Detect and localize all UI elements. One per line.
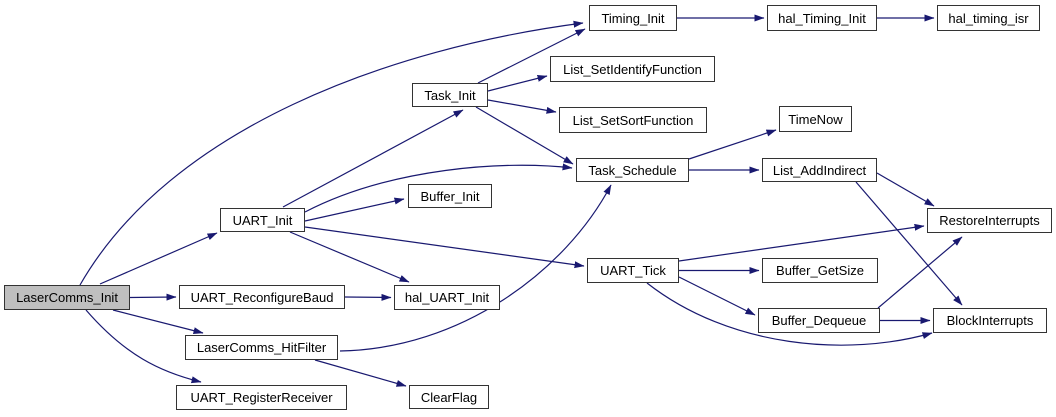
edge-task-init-to-list-setsortfunction <box>487 99 557 114</box>
node-label: Task_Init <box>424 87 476 103</box>
node-buffer-init[interactable]: Buffer_Init <box>408 184 492 208</box>
node-label: hal_UART_Init <box>404 290 490 305</box>
node-list-addindirect[interactable]: List_AddIndirect <box>762 158 877 182</box>
node-blockinterrupts[interactable]: BlockInterrupts <box>933 308 1047 333</box>
node-label: TimeNow <box>788 111 843 127</box>
node-label: ClearFlag <box>420 389 478 405</box>
edge-task-init-to-timing-init <box>477 28 586 84</box>
node-label: Buffer_Init <box>420 188 480 204</box>
edge-uart-init-to-buffer-init <box>304 197 405 222</box>
node-hal-uart-init[interactable]: hal_UART_Init <box>394 285 500 310</box>
edge-lasercomms-hitfilter-to-clearflag <box>314 359 407 387</box>
node-clearflag[interactable]: ClearFlag <box>409 385 489 409</box>
node-label: List_SetSortFunction <box>572 112 694 128</box>
edge-list-addindirect-to-restoreinterrupts <box>876 172 935 207</box>
node-uart-reconfigurebaud[interactable]: UART_ReconfigureBaud <box>179 285 345 309</box>
node-label: List_AddIndirect <box>772 162 867 178</box>
edge-task-init-to-list-setidentifyfunction <box>487 74 548 92</box>
node-restoreinterrupts[interactable]: RestoreInterrupts <box>927 208 1052 233</box>
node-label: Buffer_Dequeue <box>771 313 867 328</box>
edge-uart-init-to-task-init <box>282 109 464 208</box>
edge-task-schedule-to-timenow <box>688 129 777 160</box>
node-label: UART_Init <box>232 212 293 228</box>
node-uart-tick[interactable]: UART_Tick <box>587 258 679 283</box>
node-label: UART_ReconfigureBaud <box>190 289 334 305</box>
node-buffer-dequeue[interactable]: Buffer_Dequeue <box>758 308 880 333</box>
edge-lasercomms-init-to-lasercomms-hitfilter <box>112 309 204 335</box>
node-label: Timing_Init <box>601 10 665 26</box>
edge-list-addindirect-to-blockinterrupts <box>855 181 963 306</box>
node-hal-timing-init[interactable]: hal_Timing_Init <box>767 5 877 31</box>
node-label: Task_Schedule <box>588 162 677 178</box>
node-label: LaserComms_Init <box>16 290 118 305</box>
node-uart-registerreceiver[interactable]: UART_RegisterReceiver <box>176 385 347 410</box>
node-lasercomms-init: LaserComms_Init <box>4 285 130 310</box>
edge-uart-tick-to-restoreinterrupts <box>678 223 925 262</box>
edge-lasercomms-init-to-uart-init <box>99 232 218 285</box>
edge-uart-tick-to-blockinterrupts <box>646 282 933 346</box>
node-buffer-getsize[interactable]: Buffer_GetSize <box>762 258 878 283</box>
edge-uart-init-to-task-schedule <box>304 163 573 213</box>
node-label: Buffer_GetSize <box>776 263 864 278</box>
node-label: UART_Tick <box>600 263 666 278</box>
edge-lasercomms-init-to-uart-reconfigurebaud <box>129 293 177 301</box>
node-task-schedule[interactable]: Task_Schedule <box>576 158 689 182</box>
node-label: List_SetIdentifyFunction <box>563 61 702 77</box>
edge-lasercomms-hitfilter-to-task-schedule <box>339 184 612 352</box>
node-uart-init[interactable]: UART_Init <box>220 208 305 232</box>
node-list-setidentifyfunction[interactable]: List_SetIdentifyFunction <box>550 56 715 82</box>
node-timenow[interactable]: TimeNow <box>779 106 852 132</box>
edge-uart-tick-to-buffer-dequeue <box>678 276 756 316</box>
node-label: LaserComms_HitFilter <box>196 340 327 355</box>
node-label: hal_Timing_Init <box>778 10 866 26</box>
edge-uart-init-to-uart-tick <box>304 226 585 269</box>
node-task-init[interactable]: Task_Init <box>412 83 488 107</box>
node-label: hal_timing_isr <box>948 10 1029 26</box>
edge-lasercomms-init-to-uart-registerreceiver <box>85 309 202 384</box>
node-label: UART_RegisterReceiver <box>190 390 333 405</box>
edge-uart-init-to-hal-uart-init <box>289 231 410 283</box>
edge-buffer-dequeue-to-restoreinterrupts <box>877 236 963 309</box>
node-label: RestoreInterrupts <box>939 213 1040 228</box>
edge-uart-reconfigurebaud-to-hal-uart-init <box>344 293 392 301</box>
node-list-setsortfunction[interactable]: List_SetSortFunction <box>559 107 707 133</box>
node-hal-timing-isr[interactable]: hal_timing_isr <box>937 5 1040 31</box>
node-timing-init[interactable]: Timing_Init <box>589 5 677 31</box>
node-lasercomms-hitfilter[interactable]: LaserComms_HitFilter <box>185 335 338 360</box>
node-label: BlockInterrupts <box>946 313 1034 328</box>
edge-task-init-to-task-schedule <box>475 106 574 165</box>
edge-lasercomms-init-to-timing-init <box>79 20 584 286</box>
